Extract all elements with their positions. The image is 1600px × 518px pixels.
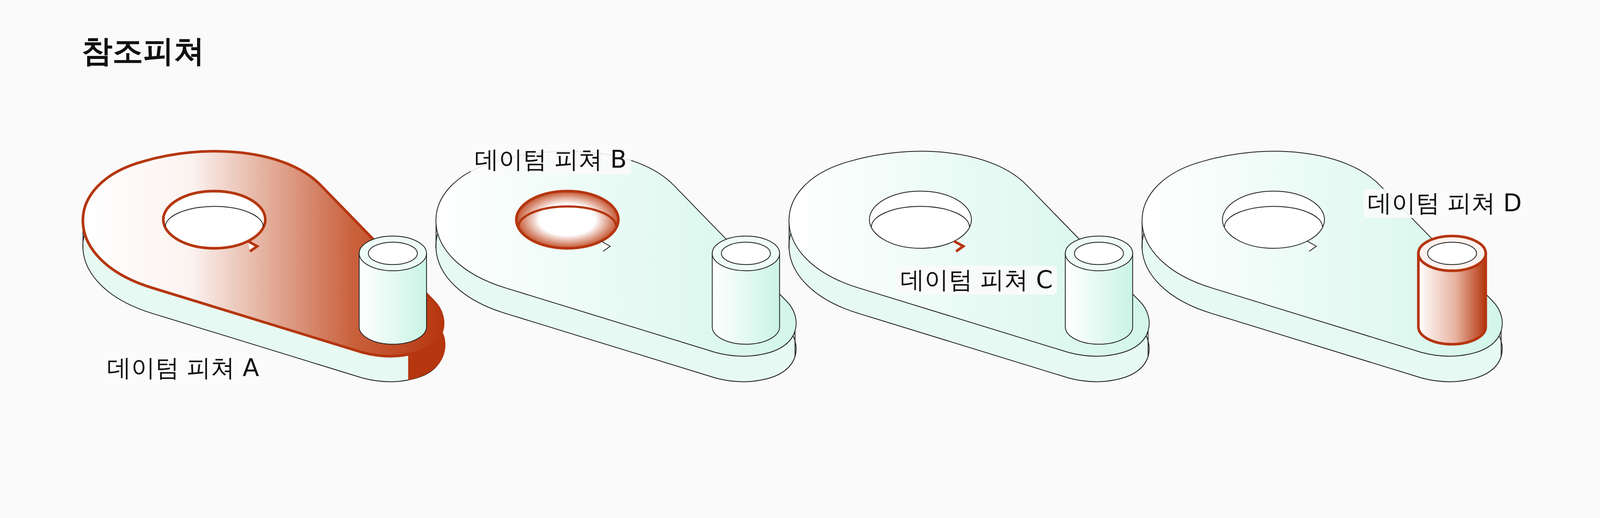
plate-top <box>1141 151 1503 357</box>
boss-top <box>1418 236 1486 271</box>
datum-part <box>436 151 797 382</box>
datum-label: 데이텀 피쳐 A <box>102 353 264 383</box>
plate-edge <box>794 330 796 357</box>
plate-top <box>788 151 1149 357</box>
plate-top <box>436 151 797 357</box>
boss-bore <box>1427 241 1477 265</box>
datum-label: 데이텀 피쳐 C <box>896 265 1057 295</box>
datum-label: 데이텀 피쳐 B <box>470 145 632 175</box>
plate-edge <box>1147 330 1149 357</box>
boss-top <box>359 236 427 271</box>
keyway-notch <box>1307 241 1317 252</box>
datum-part <box>788 151 1149 382</box>
boss-bore <box>1074 241 1124 265</box>
hole-wall <box>871 206 970 227</box>
datum-label: 데이텀 피쳐 D <box>1363 188 1527 218</box>
plate-top <box>82 151 444 357</box>
datum-part <box>1141 151 1503 382</box>
hole-wall <box>518 206 617 227</box>
hole-wall <box>165 206 264 227</box>
keyway-notch <box>953 241 964 252</box>
plate-edge <box>1500 330 1502 357</box>
title: 참조피쳐 <box>81 32 205 70</box>
hole <box>1222 190 1325 249</box>
boss-top <box>1065 236 1133 271</box>
boss-bore <box>368 241 418 265</box>
boss-top <box>712 236 780 271</box>
keyway-notch <box>600 241 610 252</box>
datum-part <box>82 151 446 382</box>
hole <box>869 190 972 249</box>
hole <box>516 190 619 249</box>
keyway-notch <box>248 241 258 252</box>
hole-wall <box>1224 206 1323 227</box>
boss-bore <box>721 241 771 265</box>
hole <box>163 190 266 249</box>
